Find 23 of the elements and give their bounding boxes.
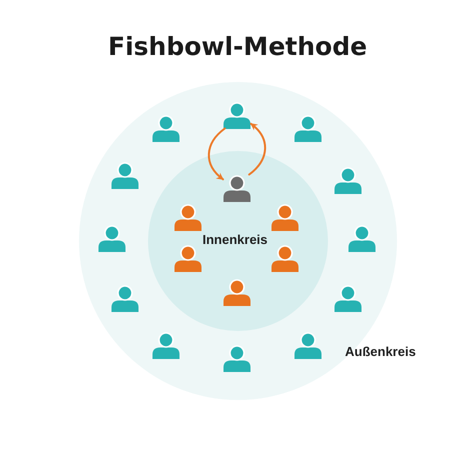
- person-icon: [223, 174, 251, 202]
- circle-label: Außenkreis: [345, 344, 416, 360]
- person-icon: [271, 244, 299, 272]
- person-icon: [152, 114, 180, 142]
- circle-label: Innenkreis: [202, 232, 268, 248]
- person-icon: [223, 278, 251, 306]
- person-icon: [223, 344, 251, 372]
- person-icon: [223, 102, 251, 128]
- title: Fishbowl-Methode: [108, 32, 368, 62]
- person-icon: [174, 244, 202, 272]
- curved-arrow: [248, 122, 266, 176]
- person-icon: [271, 204, 299, 230]
- person-icon: [174, 204, 202, 230]
- person-icon: [334, 284, 362, 312]
- person-icon: [294, 332, 322, 358]
- person-icon: [348, 224, 376, 252]
- curved-arrow: [208, 128, 226, 180]
- person-icon: [111, 162, 139, 188]
- person-icon: [152, 332, 180, 358]
- person-icon: [334, 166, 362, 194]
- person-icon: [294, 114, 322, 142]
- person-icon: [111, 284, 139, 312]
- person-icon: [98, 224, 126, 252]
